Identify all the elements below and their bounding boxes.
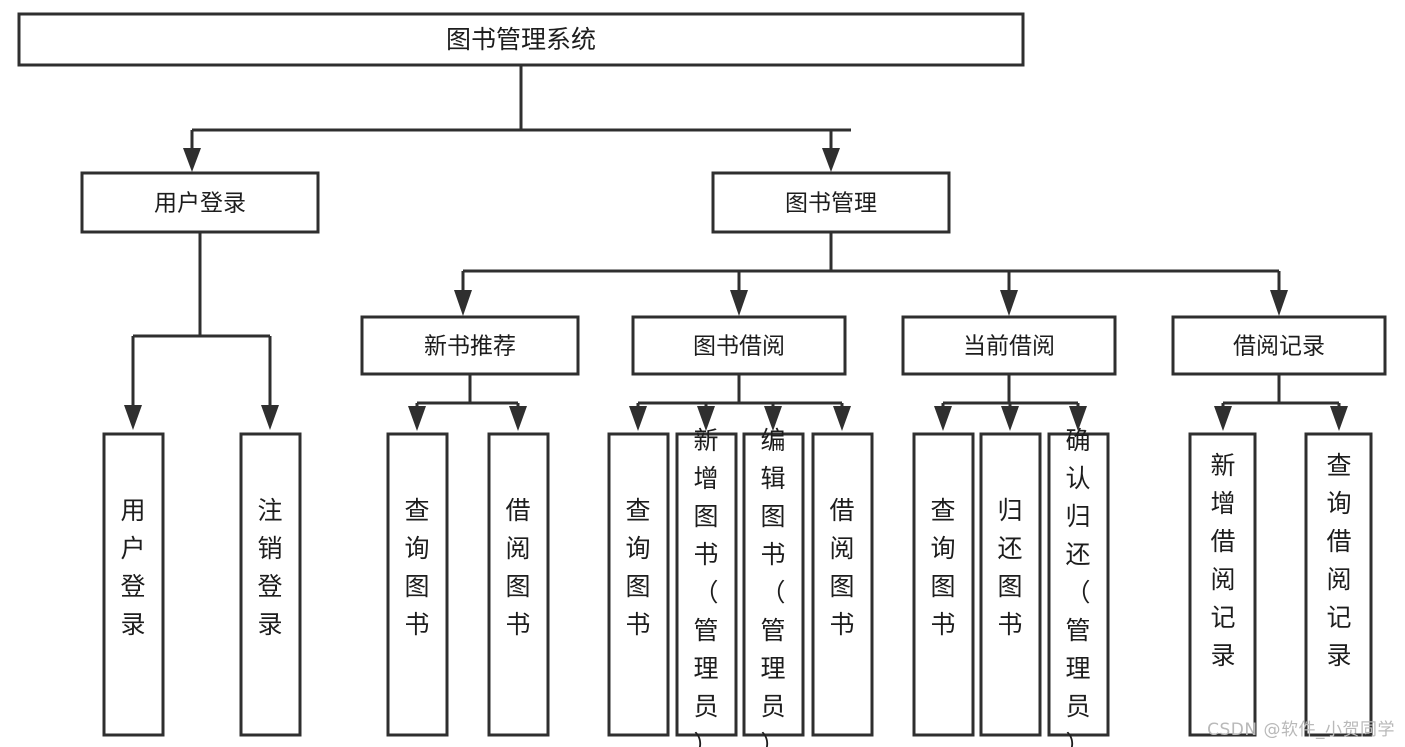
connector-bookmgmt-to-level2 xyxy=(454,233,1288,316)
leaf-borrow-record-add-label: 新增借阅记录 xyxy=(1210,451,1235,670)
leaf-current-borrow-query-label: 查询图书 xyxy=(930,496,955,639)
leaf-book-borrow-add[interactable]: 新增图书（管理员） xyxy=(675,426,738,747)
leaf-book-borrow-borrow-label: 借阅图书 xyxy=(829,496,854,639)
node-root-system[interactable]: 图书管理系统 xyxy=(17,12,1025,67)
leaf-user-login-logout[interactable]: 注销登录 xyxy=(239,432,302,737)
node-user-login[interactable]: 用户登录 xyxy=(80,171,320,234)
csdn-watermark: CSDN @软件_小贺同学 xyxy=(1207,720,1395,740)
leaf-book-borrow-edit[interactable]: 编辑图书（管理员） xyxy=(742,426,805,747)
node-new-book-recommend[interactable]: 新书推荐 xyxy=(360,315,580,376)
connector-currentborrow-to-leaves xyxy=(934,375,1087,431)
leaf-borrow-record-query-label: 查询借阅记录 xyxy=(1326,451,1351,670)
leaf-new-book-query-label: 查询图书 xyxy=(404,496,429,639)
leaf-new-book-borrow-label: 借阅图书 xyxy=(505,496,530,639)
leaf-current-borrow-confirm-label: 确认归还（管理员） xyxy=(1065,426,1090,747)
leaf-user-login-logout-label: 注销登录 xyxy=(257,496,282,639)
leaf-book-borrow-edit-label: 编辑图书（管理员） xyxy=(760,426,785,747)
leaf-current-borrow-query[interactable]: 查询图书 xyxy=(912,432,975,737)
connector-borrowrecord-to-leaves xyxy=(1214,375,1348,431)
leaf-book-borrow-add-label: 新增图书（管理员） xyxy=(693,426,718,747)
leaf-current-borrow-return[interactable]: 归还图书 xyxy=(979,432,1042,737)
node-book-management-label: 图书管理 xyxy=(785,191,877,217)
leaf-current-borrow-confirm[interactable]: 确认归还（管理员） xyxy=(1047,426,1110,747)
leaf-user-login-login-label: 用户登录 xyxy=(120,496,145,639)
leaf-new-book-query[interactable]: 查询图书 xyxy=(386,432,449,737)
node-user-login-label: 用户登录 xyxy=(154,191,246,217)
leaf-borrow-record-add[interactable]: 新增借阅记录 xyxy=(1188,432,1257,737)
connector-userlogin-to-leaves xyxy=(124,233,279,430)
node-current-borrow-label: 当前借阅 xyxy=(963,334,1055,360)
node-borrow-record-label: 借阅记录 xyxy=(1233,334,1325,360)
leaf-book-borrow-borrow[interactable]: 借阅图书 xyxy=(811,432,874,737)
leaf-current-borrow-return-label: 归还图书 xyxy=(997,496,1022,639)
node-book-borrow-label: 图书借阅 xyxy=(693,334,785,360)
node-borrow-record[interactable]: 借阅记录 xyxy=(1171,315,1387,376)
node-book-borrow[interactable]: 图书借阅 xyxy=(631,315,847,376)
leaf-new-book-borrow[interactable]: 借阅图书 xyxy=(487,432,550,737)
leaf-book-borrow-query-label: 查询图书 xyxy=(625,496,650,639)
connector-newbook-to-leaves xyxy=(408,375,527,431)
leaf-borrow-record-query[interactable]: 查询借阅记录 xyxy=(1304,432,1373,737)
connector-root-to-level1 xyxy=(183,66,851,172)
node-current-borrow[interactable]: 当前借阅 xyxy=(901,315,1117,376)
leaf-book-borrow-query[interactable]: 查询图书 xyxy=(607,432,670,737)
node-book-management[interactable]: 图书管理 xyxy=(711,171,951,234)
node-new-book-recommend-label: 新书推荐 xyxy=(424,334,516,360)
connector-bookborrow-to-leaves xyxy=(629,375,851,431)
leaf-user-login-login[interactable]: 用户登录 xyxy=(102,432,165,737)
node-root-label: 图书管理系统 xyxy=(446,25,596,54)
